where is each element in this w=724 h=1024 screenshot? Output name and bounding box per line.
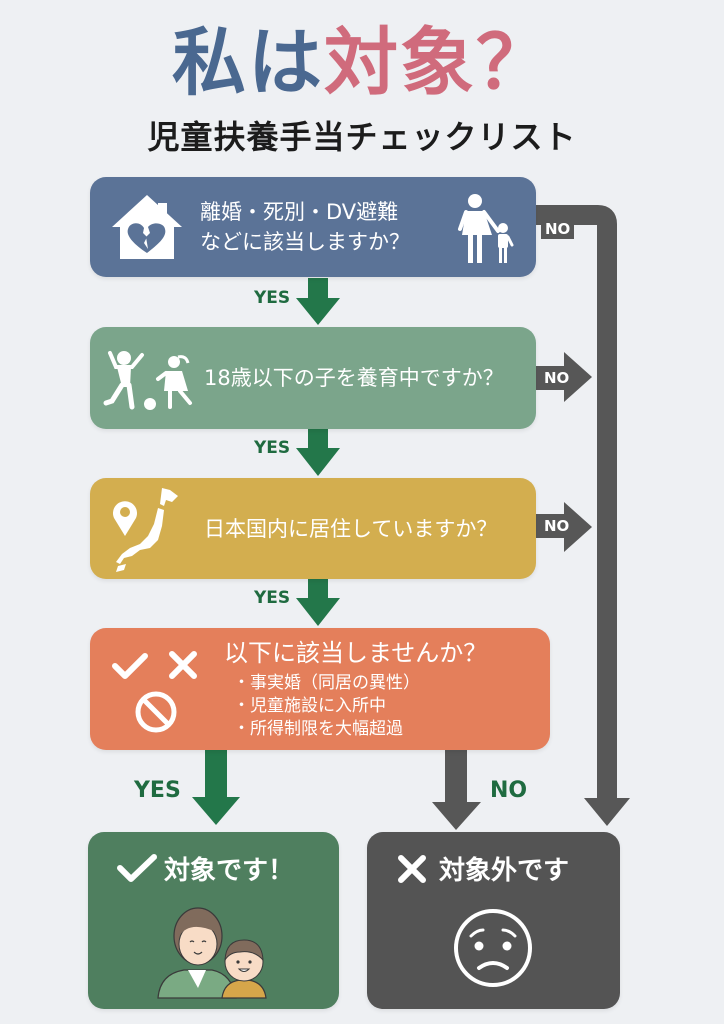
step-4-bullet-list: ・事実婚（同居の異性） ・児童施設に入所中 ・所得制限を大幅超過 [233, 672, 420, 741]
check-icon [112, 653, 148, 679]
broken-heart-house-icon [112, 195, 182, 259]
worried-face-icon [454, 909, 532, 987]
mother-child-icon [458, 194, 514, 263]
no-arrow-3 [535, 502, 592, 552]
yes-label-3: YES [254, 588, 291, 608]
yes-arrow-2 [296, 429, 340, 476]
no-bracket-arrowhead [584, 798, 630, 826]
japan-map-icon [116, 488, 178, 572]
page-title: 私は対象？ [0, 18, 724, 108]
step-2-question: 18歳以下の子を養育中ですか？ [204, 366, 504, 390]
no-label-step1: NO [541, 219, 575, 239]
result-not-eligible-label: 対象外です [439, 856, 570, 886]
no-arrow-2 [535, 352, 592, 402]
no-label-step2: NO [544, 369, 570, 387]
result-not-eligible-box: 対象外です [367, 832, 620, 1009]
step-3-box: 日本国内に居住していますか？ [90, 478, 536, 579]
yes-arrow-3 [296, 579, 340, 626]
cross-icon [169, 651, 197, 679]
step-4-question: 以下に該当しませんか？ [224, 639, 488, 667]
yes-arrow-final [192, 750, 240, 825]
result-eligible-box: 対象です！ [88, 832, 339, 1009]
step-1-question-line1: 離婚・死別・DV避難 [200, 200, 399, 224]
children-playing-icon [103, 351, 192, 410]
bullet-item: ・児童施設に入所中 [233, 696, 386, 716]
yes-label-1: YES [254, 288, 291, 308]
no-label-final: NO [490, 778, 528, 803]
mother-and-child-illustration [157, 907, 267, 999]
yes-label-2: YES [254, 438, 291, 458]
result-eligible-label: 対象です！ [164, 856, 295, 886]
step-3-question: 日本国内に居住していますか？ [204, 517, 498, 541]
page-subtitle: 児童扶養手当チェックリスト [147, 118, 577, 156]
step-2-box: 18歳以下の子を養育中ですか？ [90, 327, 536, 429]
location-pin-icon [113, 501, 137, 536]
step-1-box: 離婚・死別・DV避難 などに該当しますか？ [90, 177, 536, 277]
title-part-2: 対象？ [324, 20, 552, 106]
no-bracket-line [535, 205, 617, 800]
bullet-item: ・所得制限を大幅超過 [233, 719, 403, 739]
cross-icon [398, 855, 426, 883]
check-icon [117, 854, 157, 882]
no-arrow-final [432, 750, 481, 830]
yes-arrow-1 [296, 278, 340, 325]
step-1-question-line2: などに該当しますか？ [200, 230, 410, 254]
bullet-item: ・事実婚（同居の異性） [233, 673, 420, 693]
step-4-box: 以下に該当しませんか？ ・事実婚（同居の異性） ・児童施設に入所中 ・所得制限を… [90, 628, 550, 750]
title-part-1: 私は [172, 20, 324, 106]
yes-label-final: YES [134, 778, 181, 803]
no-label-step3: NO [544, 517, 570, 535]
prohibited-icon [135, 691, 177, 733]
